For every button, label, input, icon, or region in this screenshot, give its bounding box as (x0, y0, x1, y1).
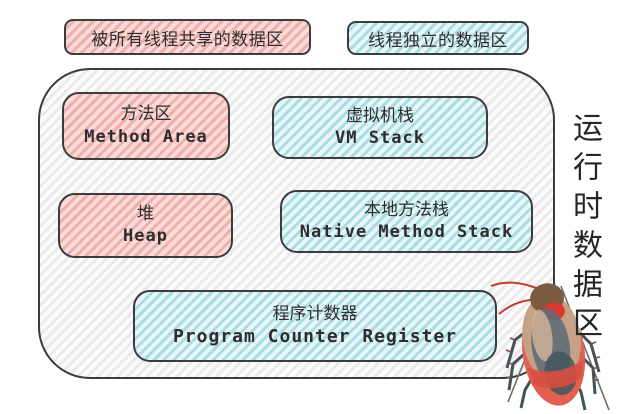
vm-stack-label-en: VM Stack (335, 128, 425, 148)
block-vm-stack: 虚拟机栈 VM Stack (272, 96, 488, 159)
program-counter-label-zh: 程序计数器 (272, 303, 358, 324)
legend-shared-label: 被所有线程共享的数据区 (91, 29, 284, 50)
legend-thread-private-data-area: 线程独立的数据区 (347, 21, 529, 55)
vm-stack-label-zh: 虚拟机栈 (346, 105, 414, 126)
legend-shared-data-area: 被所有线程共享的数据区 (64, 19, 311, 55)
cockroach-icon (490, 281, 610, 411)
block-heap: 堆 Heap (58, 193, 233, 258)
program-counter-label-en: Program Counter Register (172, 325, 458, 347)
native-method-stack-label-zh: 本地方法栈 (364, 199, 449, 220)
runtime-data-area-vertical-title: 运行时数据区 (567, 112, 602, 346)
block-native-method-stack: 本地方法栈 Native Method Stack (280, 190, 533, 253)
native-method-stack-label-en: Native Method Stack (299, 222, 514, 242)
method-area-label-en: Method Area (84, 126, 208, 147)
heap-label-en: Heap (123, 226, 168, 246)
legend-thread-label: 线程独立的数据区 (368, 30, 508, 51)
heap-label-zh: 堆 (137, 203, 154, 224)
block-method-area: 方法区 Method Area (62, 92, 230, 160)
method-area-label-zh: 方法区 (120, 104, 172, 125)
block-program-counter-register: 程序计数器 Program Counter Register (133, 290, 497, 362)
